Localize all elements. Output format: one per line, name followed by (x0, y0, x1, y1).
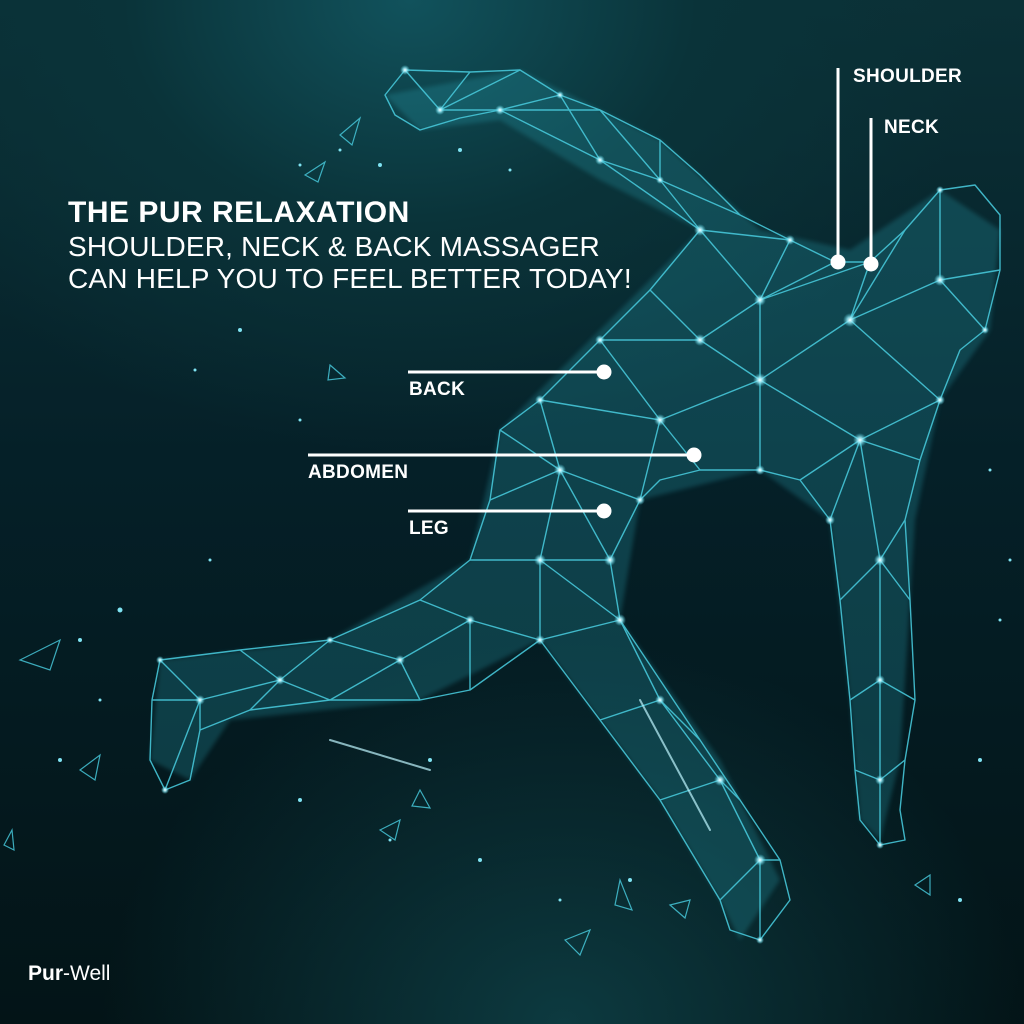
headline-line-3: CAN HELP YOU TO FEEL BETTER TODAY! (68, 262, 632, 294)
figure-glow (150, 70, 1000, 940)
floating-shards (3, 116, 931, 957)
label-back: BACK (409, 379, 466, 400)
headline-title: THE PUR RELAXATION (68, 196, 410, 229)
label-shoulder: SHOULDER (853, 66, 963, 87)
light-streaks (329, 699, 711, 831)
brand-logo-regular: -Well (63, 962, 111, 985)
annotation-pointers (308, 68, 879, 519)
headline-block: THE PUR RELAXATION SHOULDER, NECK & BACK… (68, 196, 632, 295)
label-leg: LEG (409, 518, 449, 539)
brand-logo-bold: Pur (28, 962, 64, 985)
floating-particles (58, 148, 1012, 902)
label-neck: NECK (884, 117, 940, 138)
headline-line-2: SHOULDER, NECK & BACK MASSAGER (68, 230, 600, 262)
brand-logo: Pur-Well (28, 962, 110, 986)
label-abdomen: ABDOMEN (308, 462, 409, 483)
